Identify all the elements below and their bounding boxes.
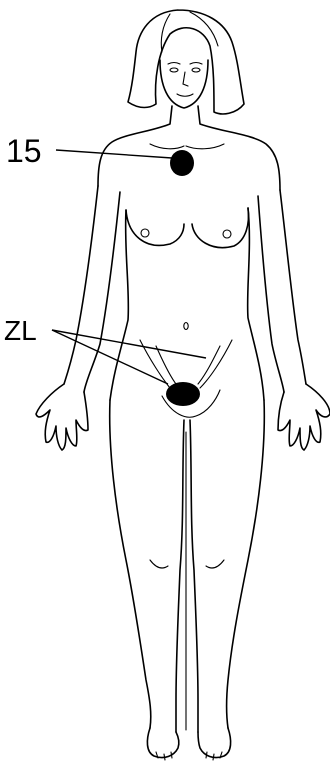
legs (110, 400, 265, 760)
hair (128, 10, 244, 114)
marker-zl (166, 382, 200, 406)
leader-line-zl-lower (52, 330, 168, 384)
leader-line-15 (56, 150, 172, 158)
marker-15 (170, 150, 194, 176)
label-15: 15 (6, 133, 42, 169)
face (160, 60, 208, 108)
label-zl: ZL (4, 315, 37, 346)
arms (36, 186, 330, 450)
